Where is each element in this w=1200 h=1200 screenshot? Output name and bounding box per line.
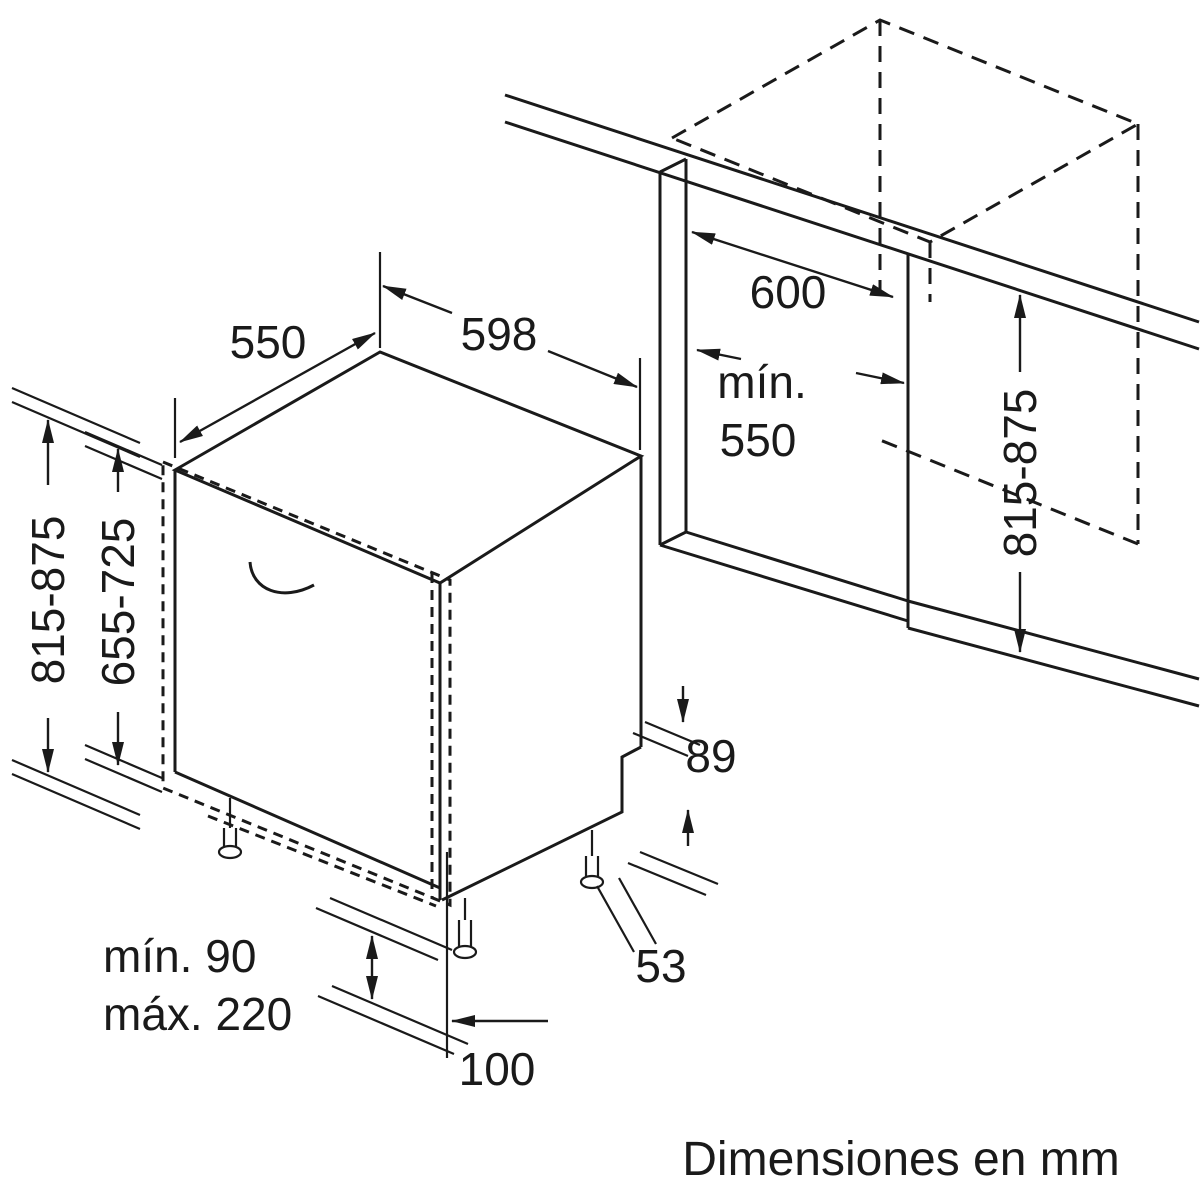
rear-foot xyxy=(579,830,605,890)
dim-door-panel-height: 655-725 xyxy=(84,430,163,794)
front-left-foot xyxy=(217,798,243,860)
dim-line-right xyxy=(547,349,638,389)
ref-lines-upper xyxy=(632,720,701,758)
dim-front-foot-inset: 100 xyxy=(445,852,548,1095)
dim-rear-foot-offset: 53 xyxy=(596,877,687,992)
worktop-lines xyxy=(504,93,1200,351)
dim-cabinet-width: 600 xyxy=(691,230,894,318)
units-caption: Dimensiones en mm xyxy=(682,1133,1119,1186)
cabinet-top-face xyxy=(668,18,1142,244)
ref-lines-bottom xyxy=(11,758,141,831)
dishwasher-base-notch xyxy=(441,745,642,902)
dim-niche-height-label: 815-875 xyxy=(994,389,1046,558)
ref-lines xyxy=(596,877,657,953)
cabinet-volume-dashed xyxy=(668,18,1142,546)
dishwasher-front-bottom-edge xyxy=(174,770,441,890)
dim-base-clearance: 89 xyxy=(627,686,737,897)
ref-lines-floor xyxy=(317,984,469,1056)
dim-niche-depth-label-1: mín. xyxy=(717,356,806,408)
dim-line-right xyxy=(855,371,905,385)
dim-niche-depth-min: mín. 550 xyxy=(696,348,905,466)
dim-plinth-min-label: mín. 90 xyxy=(103,930,256,982)
ref-lines-bottom xyxy=(84,743,163,794)
right-cabinet-floor xyxy=(907,599,1200,708)
dim-rear-foot-offset-label: 53 xyxy=(635,940,686,992)
dim-line-left xyxy=(696,348,742,361)
front-right-foot xyxy=(452,898,478,960)
ref-lines-top xyxy=(11,386,141,459)
dim-line xyxy=(179,331,376,444)
dim-line xyxy=(691,230,894,299)
dim-top-depth-label: 550 xyxy=(230,316,307,368)
door-panel-outline xyxy=(161,459,452,908)
dim-appliance-height-left: 815-875 xyxy=(11,386,141,831)
adjustable-feet xyxy=(217,798,605,960)
dim-niche-depth-label-2: 550 xyxy=(720,414,797,466)
plinth-dashed-line xyxy=(207,814,437,908)
dim-front-foot-inset-label: 100 xyxy=(459,1043,536,1095)
niche-structure xyxy=(658,157,1200,708)
worktop-edge-bottom xyxy=(504,120,1200,351)
dim-top-width-label: 598 xyxy=(461,308,538,360)
niche-floor xyxy=(659,530,909,623)
ext-line xyxy=(173,252,382,458)
cabinet-edge-bottom-back xyxy=(879,438,1139,546)
dim-door-panel-height-label: 655-725 xyxy=(92,518,144,687)
door-handle xyxy=(248,561,315,595)
ref-lines-appliance-bottom xyxy=(315,896,453,962)
door-panel-dashed xyxy=(161,459,452,908)
dim-cabinet-width-label: 600 xyxy=(750,266,827,318)
dim-plinth-height: mín. 90 máx. 220 xyxy=(103,896,469,1056)
dim-appliance-height-label: 815-875 xyxy=(22,516,74,685)
dim-top-width: 598 xyxy=(382,284,642,450)
dishwasher-body xyxy=(171,350,645,902)
dishwasher-top-face xyxy=(171,350,645,585)
worktop-edge-top xyxy=(504,93,1200,324)
dim-plinth-max-label: máx. 220 xyxy=(103,988,292,1040)
dim-base-clearance-label: 89 xyxy=(685,730,736,782)
dim-line-left xyxy=(382,284,453,315)
ref-lines-lower xyxy=(627,850,719,897)
dim-niche-height-right: 815-875 xyxy=(994,294,1046,653)
dim-top-depth: 550 xyxy=(173,252,382,458)
niche-left-wall xyxy=(658,157,688,547)
